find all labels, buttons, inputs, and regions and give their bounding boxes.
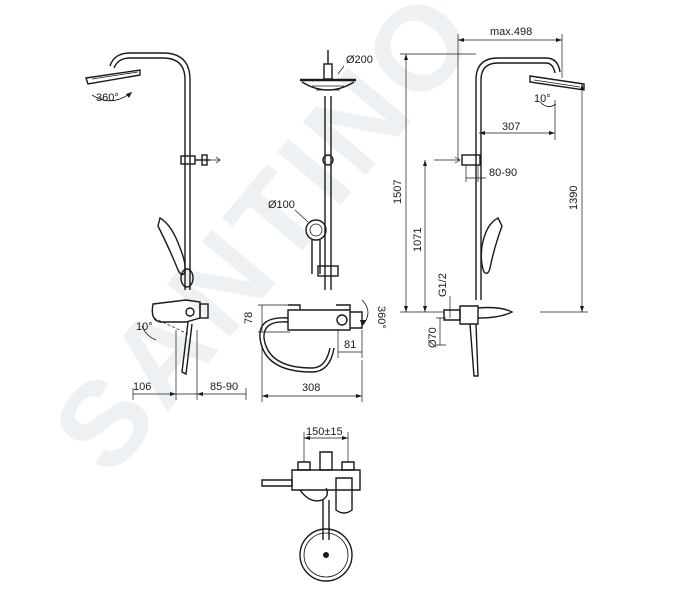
label-1390: 1390	[568, 186, 580, 210]
label-10-right: 10°	[534, 93, 551, 105]
dim-80-90	[465, 165, 486, 182]
hand-shower-right	[480, 217, 503, 275]
label-d200: Ø200	[346, 54, 373, 66]
hand-shower-face	[305, 219, 327, 241]
label-80-90: 80-90	[489, 167, 517, 179]
view-front-middle: Ø200 Ø100 360° 78 81	[243, 50, 387, 402]
mixer-right-base	[443, 309, 461, 321]
hand-shower	[157, 216, 186, 276]
label-360-left: 360°	[96, 92, 119, 104]
top-spout	[261, 479, 293, 487]
dim-1507	[400, 53, 476, 313]
label-81: 81	[344, 339, 356, 351]
dim-106-85-90	[132, 330, 247, 400]
label-d100: Ø100	[268, 199, 295, 211]
slider-knob	[322, 154, 334, 166]
watermark-text: SANTINO	[27, 0, 504, 497]
mixer-right-lever	[469, 323, 479, 377]
shower-hose	[259, 317, 335, 373]
riser-pipe	[113, 57, 186, 290]
dim-78	[258, 304, 290, 333]
label-max-498: max.498	[490, 26, 532, 38]
top-connectors	[297, 461, 355, 471]
view-front-left: 360°	[85, 52, 221, 290]
label-d70: Ø70	[427, 327, 439, 348]
top-lever	[322, 500, 330, 540]
label-78: 78	[243, 312, 255, 324]
riser-pipe-middle	[324, 96, 332, 290]
label-308: 308	[302, 382, 320, 394]
view-side-right: 10° max.498 307 80-90 1507	[392, 26, 588, 377]
dim-150	[303, 432, 349, 462]
dim-max-498	[457, 34, 563, 160]
label-g12: G1/2	[437, 273, 449, 297]
label-10-left: 10°	[136, 321, 153, 333]
dim-307	[479, 100, 556, 140]
view-side-left: 10° 106 85-90	[132, 299, 247, 400]
label-1507: 1507	[392, 180, 404, 204]
dim-308	[261, 345, 363, 402]
label-85-90-left: 85-90	[210, 381, 238, 393]
label-360-mid: 360°	[375, 306, 387, 329]
mixer-lever	[181, 321, 193, 376]
label-307: 307	[502, 121, 520, 133]
view-top: 150±15	[261, 426, 361, 582]
top-body	[291, 469, 361, 491]
thermostat-body	[287, 309, 351, 331]
mixer-right-spout	[477, 306, 514, 319]
label-106: 106	[133, 381, 151, 393]
slider-bracket-right	[461, 154, 481, 166]
shower-head-right	[529, 75, 585, 91]
slider-bracket	[180, 155, 196, 165]
top-lever-disc	[299, 528, 353, 582]
watermark: SANTINO	[27, 0, 504, 497]
riser-pipe-right	[475, 57, 561, 300]
dim-1390	[540, 84, 588, 313]
label-150: 150±15	[306, 426, 343, 438]
label-1071: 1071	[412, 228, 424, 252]
shower-head	[85, 69, 141, 85]
dim-81	[337, 330, 363, 358]
